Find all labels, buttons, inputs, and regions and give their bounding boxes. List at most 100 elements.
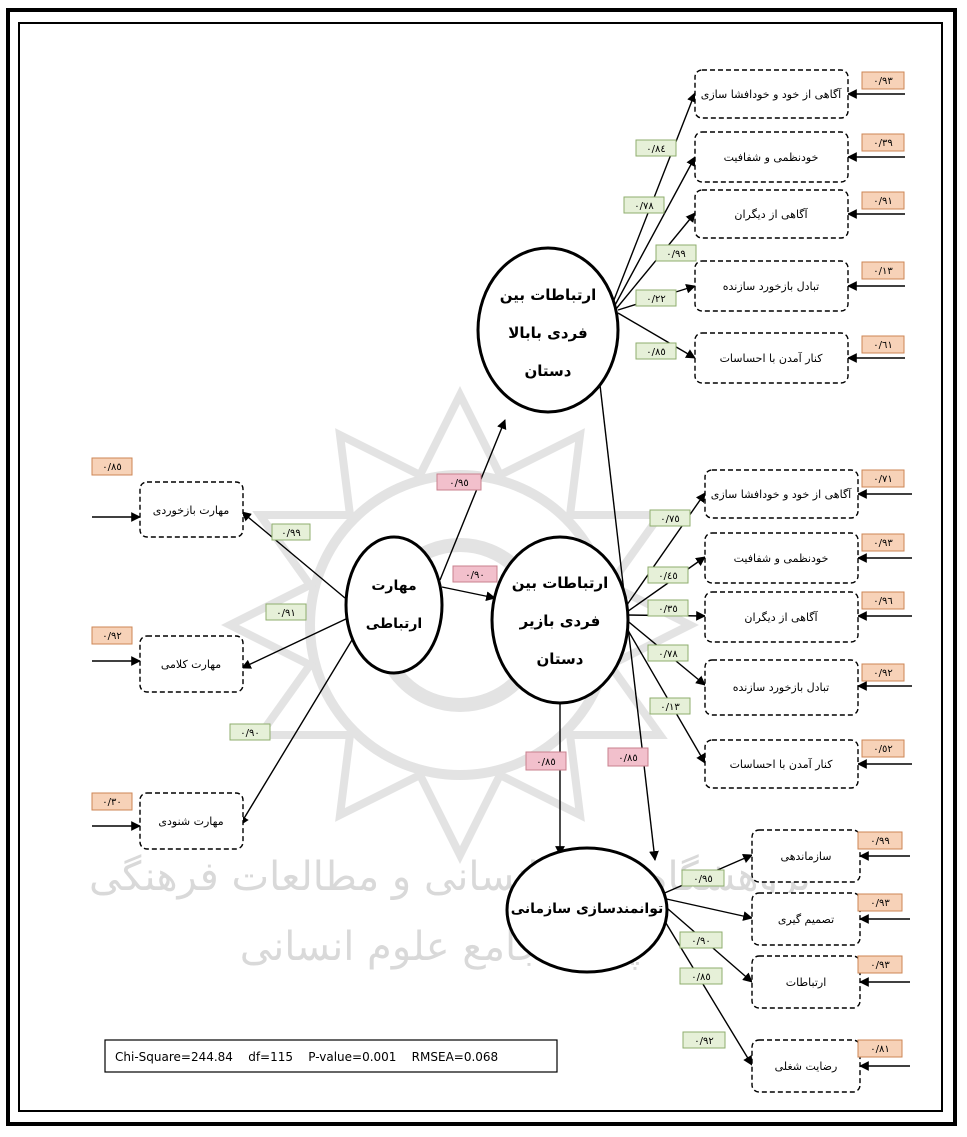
- tag-upward-loading-5-text: ٠/٨٥: [646, 347, 665, 358]
- tag-upward-error-2-text: ٠/٣٩: [873, 138, 892, 149]
- indicator-label-empowerment-4: رضایت شغلی: [775, 1060, 838, 1073]
- tag-upward-error-5-text: ٠/٦١: [873, 340, 892, 351]
- tag-downward-loading-3-text: ٠/٣٥: [658, 604, 677, 615]
- indicator-label-feedback-skill: مهارت بازخوردی: [153, 504, 230, 517]
- tag-skills-error-2: [91, 626, 133, 645]
- tag-skills-error-1-text: ٠/٨٥: [102, 462, 121, 473]
- tag-empowerment-loading-2: [679, 931, 723, 949]
- indicator-label-downward-3: آگاهی از دیگران: [744, 610, 818, 624]
- tag-upward-loading-3: [655, 244, 697, 262]
- arrow-skills-verbal: [241, 617, 349, 669]
- indicator-box-downward-2: [704, 532, 859, 584]
- arrow-skills-feedback: [241, 511, 346, 599]
- tag-path-downward: [452, 565, 498, 583]
- tag-path-downward-text: ٠/٩٠: [465, 570, 484, 581]
- tags-skills-loadings: ٠/٩٩ ٠/٩١ ٠/٩٠: [229, 523, 311, 741]
- latent-empowerment-ellipse: [505, 846, 669, 974]
- indicator-label-upward-3: آگاهی از دیگران: [734, 207, 808, 221]
- tag-upward-error-3: [861, 191, 905, 210]
- indicator-box-empowerment-2: [751, 892, 861, 946]
- tag-downward-error-3: [861, 591, 905, 610]
- tag-skills-loading-1: [271, 523, 311, 541]
- tag-downward-loading-4: [647, 644, 689, 662]
- tag-downward-loading-3: [647, 599, 689, 617]
- latent-downward-ellipse: [490, 535, 630, 705]
- tag-upward-loading-5: [635, 342, 677, 360]
- fit-statistics-box: Chi-Square=244.84 df=115 P-value=0.001 R…: [104, 1039, 558, 1073]
- indicators-skills: مهارت بازخوردی مهارت کلامی مهارت شنودی: [139, 481, 244, 850]
- tag-empowerment-error-1-text: ٠/٩٩: [870, 836, 889, 847]
- indicator-label-verbal-skill: مهارت کلامی: [161, 658, 221, 671]
- tag-empowerment-error-1: [857, 831, 903, 850]
- tag-upward-error-1-text: ٠/٩٣: [873, 76, 893, 87]
- tag-path-downward-empowerment: [525, 751, 567, 771]
- tag-empowerment-error-4: [857, 1039, 903, 1058]
- tag-downward-loading-1-text: ٠/٧٥: [660, 514, 679, 525]
- indicator-box-upward-4: [694, 260, 849, 312]
- indicator-box-downward-5: [704, 739, 859, 789]
- tag-downward-loading-5-text: ٠/١٣: [660, 702, 680, 713]
- indicator-label-upward-5: کنار آمدن با احساسات: [720, 351, 824, 365]
- latent-downward-line-3: دستان: [536, 650, 583, 668]
- tag-downward-loading-5: [649, 697, 691, 715]
- tag-upward-loading-4-text: ٠/٢٢: [646, 294, 665, 305]
- indicators-empowerment: سازماندهی تصمیم گیری ارتباطات رضایت شغلی: [751, 829, 861, 1093]
- tag-path-upward-empowerment-text: ٠/٨٥: [618, 753, 637, 764]
- indicator-box-verbal-skill: [139, 635, 244, 693]
- tag-empowerment-loading-3: [679, 967, 723, 985]
- tags-structural-paths: ٠/٩٥ ٠/٩٠ ٠/٨٥ ٠/٨٥: [436, 473, 649, 771]
- latent-skills: مهارت ارتباطی: [344, 535, 444, 675]
- tag-downward-loading-2-text: ٠/٤٥: [658, 571, 677, 582]
- tag-upward-error-5: [861, 335, 905, 354]
- tag-skills-loading-2-text: ٠/٩١: [276, 608, 295, 619]
- tag-upward-error-3-text: ٠/٩١: [873, 196, 892, 207]
- tag-upward-error-4-text: ٠/١٣: [873, 266, 893, 277]
- tag-downward-error-2: [861, 533, 905, 552]
- latent-downward-line-1: ارتباطات بین: [512, 574, 608, 592]
- arrow-empowerment-ind-4: [654, 904, 753, 1066]
- indicator-box-upward-1: [694, 69, 849, 119]
- tag-downward-error-4: [861, 663, 905, 682]
- indicator-label-listening-skill: مهارت شنودی: [158, 815, 223, 828]
- tag-empowerment-error-2: [857, 893, 903, 912]
- arrow-downward-ind-1: [621, 492, 706, 613]
- tags-upward-loadings: ٠/٨٤ ٠/٧٨ ٠/٩٩ ٠/٢٢ ٠/٨٥: [623, 139, 697, 360]
- tag-skills-error-1: [91, 457, 133, 476]
- latent-downward-line-2: فردی بازیر: [519, 612, 601, 630]
- indicator-label-upward-4: تبادل بازخورد سازنده: [723, 280, 820, 293]
- indicator-label-downward-4: تبادل بازخورد سازنده: [733, 681, 830, 694]
- inner-frame: [18, 22, 943, 1112]
- latent-upward: ارتباطات بین فردی بابالا دستان: [476, 246, 620, 414]
- latent-skills-ellipse: [344, 535, 444, 675]
- fit-statistics-frame: [104, 1039, 558, 1073]
- indicator-box-empowerment-1: [751, 829, 861, 883]
- tag-upward-error-1: [861, 71, 905, 90]
- indicators-downward: آگاهی از خود و خودافشا سازی خودنظمی و شف…: [704, 469, 859, 789]
- arrow-upward-ind-5: [617, 312, 696, 359]
- arrow-skills-upward: [439, 419, 507, 581]
- tag-downward-error-3-text: ٠/٩٦: [873, 596, 892, 607]
- tag-skills-loading-3-text: ٠/٩٠: [240, 728, 259, 739]
- tag-skills-loading-1-text: ٠/٩٩: [281, 528, 300, 539]
- indicator-box-listening-skill: [139, 792, 244, 850]
- indicator-label-upward-2: خودنظمی و شفافیت: [724, 151, 819, 164]
- tag-path-upward: [436, 473, 482, 491]
- arrow-skills-downward: [441, 586, 496, 602]
- tag-upward-loading-3-text: ٠/٩٩: [666, 249, 685, 260]
- tag-upward-loading-2: [623, 196, 665, 214]
- indicator-label-upward-1: آگاهی از خود و خودافشا سازی: [701, 87, 842, 101]
- indicator-box-downward-4: [704, 659, 859, 716]
- tag-skills-error-2-text: ٠/٩٢: [102, 631, 121, 642]
- tag-empowerment-loading-4-text: ٠/٩٢: [694, 1036, 713, 1047]
- latent-skills-line-2: ارتباطی: [366, 616, 422, 632]
- tag-empowerment-loading-2-text: ٠/٩٠: [691, 936, 710, 947]
- tag-downward-loading-4-text: ٠/٧٨: [658, 649, 678, 660]
- tag-empowerment-error-3-text: ٠/٩٣: [870, 960, 890, 971]
- arrow-downward-ind-2: [623, 556, 706, 615]
- arrow-skills-listening: [239, 634, 356, 826]
- indicator-label-downward-5: کنار آمدن با احساسات: [730, 757, 834, 771]
- tag-empowerment-error-4-text: ٠/٨١: [870, 1044, 889, 1055]
- latent-downward: ارتباطات بین فردی بازیر دستان: [490, 535, 630, 705]
- tag-upward-error-2: [861, 133, 905, 152]
